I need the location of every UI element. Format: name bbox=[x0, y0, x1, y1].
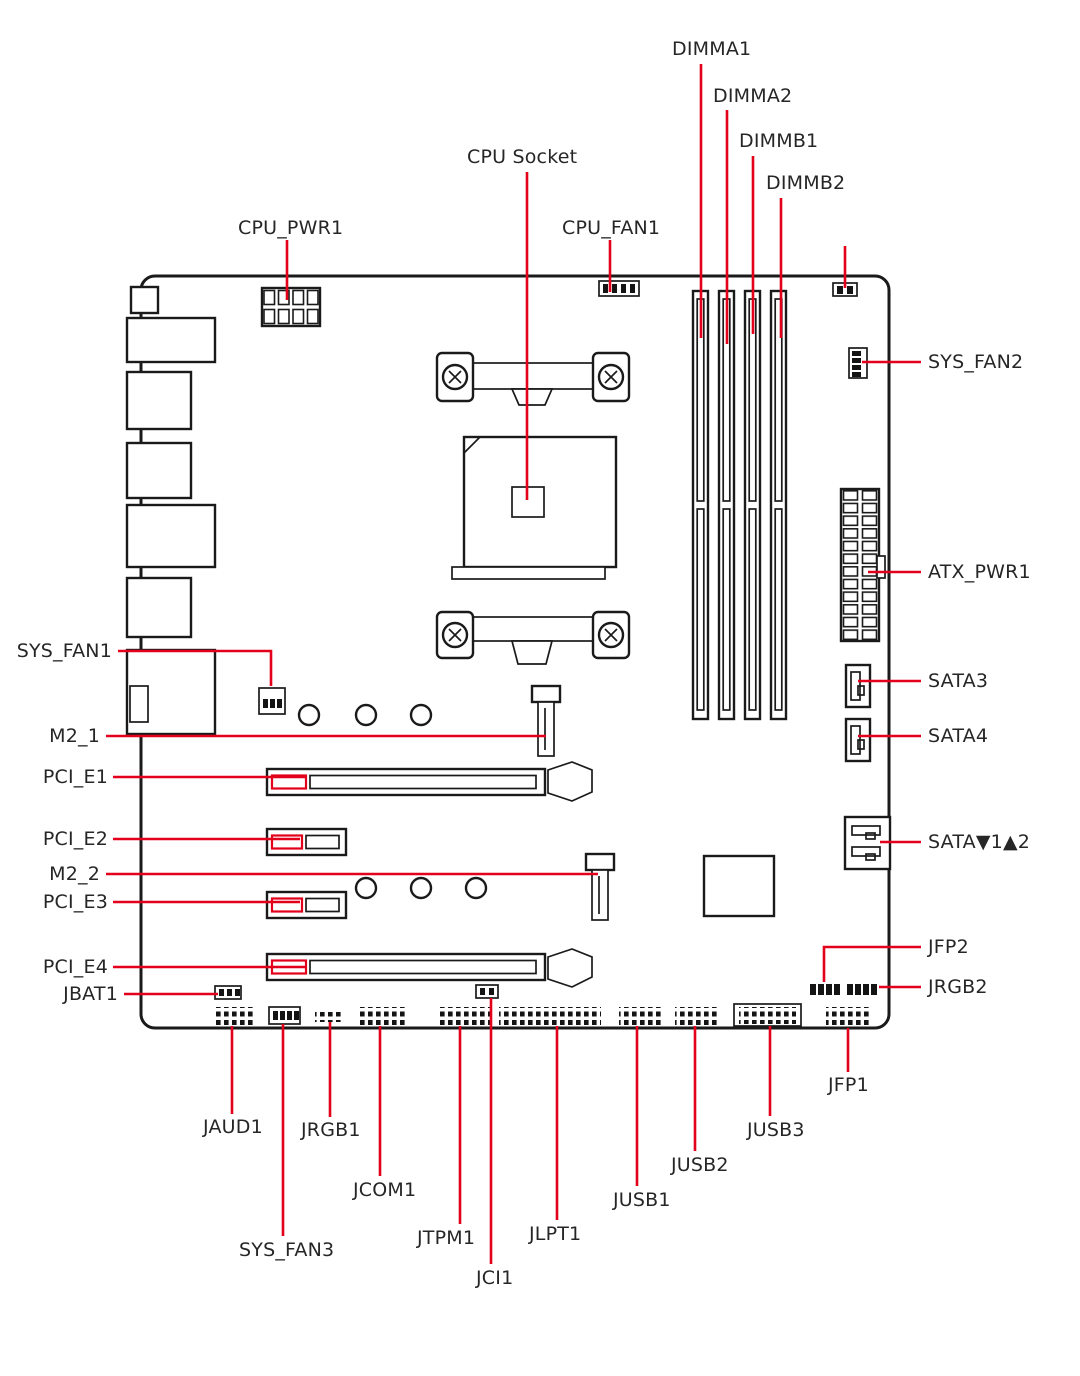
sys-fan1-header bbox=[258, 687, 286, 715]
dimm-slot-b1 bbox=[743, 289, 762, 721]
label-pci-e1: PCI_E1 bbox=[42, 766, 108, 788]
screw-icon bbox=[441, 621, 469, 649]
label-cpu-pwr1: CPU_PWR1 bbox=[238, 217, 344, 239]
label-dimma1: DIMMA1 bbox=[672, 38, 752, 60]
pcie-x16-slot-1 bbox=[265, 761, 593, 802]
label-sys-fan2: SYS_FAN2 bbox=[928, 351, 1024, 373]
pcie2-highlight bbox=[270, 834, 304, 850]
cpu-fan-header bbox=[598, 280, 640, 297]
label-cpu-socket: CPU Socket bbox=[467, 146, 578, 168]
label-jaud1: JAUD1 bbox=[203, 1116, 263, 1138]
pcie3-highlight bbox=[270, 897, 304, 913]
screw-icon bbox=[441, 363, 469, 391]
cpu-power-connector bbox=[260, 286, 322, 328]
atx-power-connector bbox=[839, 487, 886, 643]
label-cpu-fan1: CPU_FAN1 bbox=[562, 217, 661, 239]
label-pci-e3: PCI_E3 bbox=[42, 891, 108, 913]
jusb1-header bbox=[619, 1007, 663, 1026]
sata3-port bbox=[844, 663, 872, 709]
label-m2-1: M2_1 bbox=[49, 725, 100, 747]
jusb3-header bbox=[733, 1003, 802, 1027]
m2-2-slot bbox=[584, 852, 616, 921]
label-jbat1: JBAT1 bbox=[63, 983, 118, 1005]
label-jlpt1: JLPT1 bbox=[529, 1223, 582, 1245]
label-m2-2: M2_2 bbox=[49, 863, 100, 885]
screw-icon bbox=[597, 363, 625, 391]
chipset bbox=[702, 854, 776, 918]
label-jfp1: JFP1 bbox=[828, 1074, 869, 1096]
pcie1-highlight bbox=[270, 774, 308, 790]
jfp1-header bbox=[826, 1007, 872, 1026]
leader-jfp2 bbox=[822, 945, 921, 982]
rear-io-ports bbox=[125, 285, 217, 736]
top-right-connector bbox=[832, 282, 858, 297]
label-sata12: SATA▼1▲2 bbox=[928, 831, 1031, 853]
label-jtpm1: JTPM1 bbox=[417, 1227, 476, 1249]
label-jusb2: JUSB2 bbox=[671, 1154, 729, 1176]
jcom1-header bbox=[357, 1007, 405, 1026]
sys-fan3-header bbox=[268, 1006, 301, 1025]
label-dimmb2: DIMMB2 bbox=[766, 172, 846, 194]
standoff-holes bbox=[297, 703, 488, 900]
cpu-bracket-bottom bbox=[435, 610, 631, 665]
cpu-socket bbox=[451, 435, 618, 580]
dimm-slot-a2 bbox=[717, 289, 736, 721]
label-pci-e2: PCI_E2 bbox=[42, 828, 108, 850]
jlpt1-header bbox=[499, 1007, 601, 1026]
pcie-x1-slot-2 bbox=[265, 827, 348, 857]
jbat1-jumper bbox=[214, 985, 242, 1000]
label-dimmb1: DIMMB1 bbox=[739, 130, 819, 152]
label-jcom1: JCOM1 bbox=[353, 1179, 417, 1201]
label-dimma2: DIMMA2 bbox=[713, 85, 793, 107]
label-jrgb2: JRGB2 bbox=[928, 976, 988, 998]
jci1-header bbox=[475, 984, 499, 999]
label-jrgb1: JRGB1 bbox=[301, 1119, 361, 1141]
dimm-slot-b2 bbox=[769, 289, 788, 721]
jaud1-header bbox=[214, 1007, 254, 1026]
leader-sys-fan1 bbox=[118, 649, 273, 686]
screw-icon bbox=[597, 621, 625, 649]
jrgb2-header bbox=[847, 984, 877, 995]
label-sys-fan3: SYS_FAN3 bbox=[239, 1239, 335, 1261]
pcie-x1-slot-3 bbox=[265, 890, 348, 920]
label-sata3: SATA3 bbox=[928, 670, 989, 692]
label-pci-e4: PCI_E4 bbox=[42, 956, 108, 978]
label-jusb1: JUSB1 bbox=[613, 1189, 671, 1211]
m2-1-slot bbox=[530, 684, 562, 757]
jusb2-header bbox=[675, 1007, 717, 1026]
label-sys-fan1: SYS_FAN1 bbox=[16, 640, 112, 662]
jrgb1-header bbox=[315, 1012, 343, 1022]
dimm-slot-a1 bbox=[691, 289, 710, 721]
leader-lines bbox=[106, 64, 921, 1264]
label-jusb3: JUSB3 bbox=[747, 1119, 805, 1141]
jtpm1-header bbox=[437, 1007, 491, 1026]
cpu-bracket-top bbox=[435, 351, 631, 406]
label-jfp2: JFP2 bbox=[928, 936, 969, 958]
label-sata4: SATA4 bbox=[928, 725, 989, 747]
jfp2-header bbox=[810, 984, 840, 995]
label-jci1: JCI1 bbox=[476, 1267, 514, 1289]
sata4-port bbox=[844, 717, 872, 763]
label-atx-pwr1: ATX_PWR1 bbox=[928, 561, 1031, 583]
